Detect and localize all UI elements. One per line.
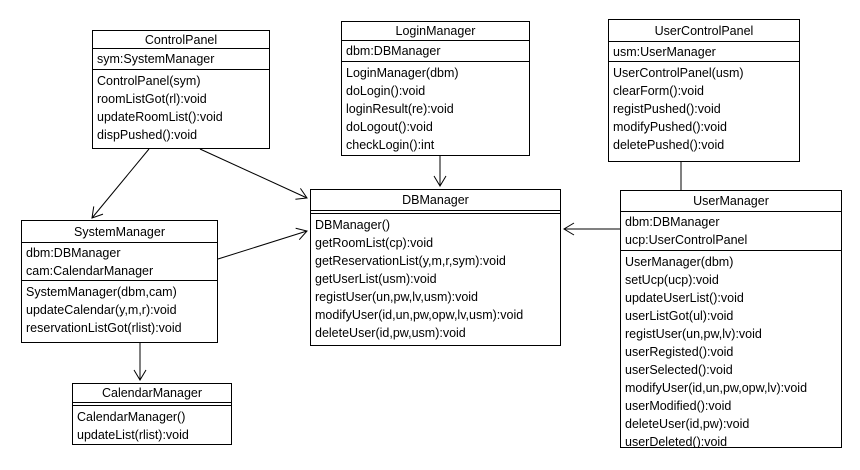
- member-line: doLogout():void: [346, 120, 433, 134]
- member-line: CalendarManager(): [77, 410, 186, 424]
- class-name: UserManager: [621, 191, 841, 212]
- member-line: sym:SystemManager: [97, 52, 215, 66]
- class-name: UserControlPanel: [609, 20, 799, 42]
- member-line: dispPushed():void: [97, 128, 198, 142]
- member-line: registPushed():void: [613, 102, 721, 116]
- class-systemmanager: SystemManager dbm:DBManager cam:CalendarM…: [21, 220, 218, 343]
- attributes-compartment: dbm:DBManager cam:CalendarManager: [22, 243, 217, 281]
- member-line: ucp:UserControlPanel: [625, 233, 748, 247]
- member-line: registUser(un,pw,lv,usm):void: [315, 290, 479, 304]
- member-line: reservationListGot(rlist):void: [26, 321, 182, 335]
- methods-compartment: CalendarManager() updateList(rlist):void: [73, 406, 231, 444]
- member-line: deleteUser(id,pw,usm):void: [315, 326, 466, 340]
- member-line: deleteUser(id,pw):void: [625, 417, 750, 431]
- class-usercontrolpanel: UserControlPanel usm:UserManager UserCon…: [608, 19, 800, 162]
- member-line: clearForm():void: [613, 84, 704, 98]
- member-line: checkLogin():int: [346, 138, 435, 152]
- attributes-compartment: dbm:DBManager ucp:UserControlPanel: [621, 212, 841, 251]
- member-line: cam:CalendarManager: [26, 264, 154, 278]
- member-line: ControlPanel(sym): [97, 74, 201, 88]
- member-line: userModified():void: [625, 399, 732, 413]
- methods-compartment: SystemManager(dbm,cam) updateCalendar(y,m…: [22, 281, 217, 342]
- attributes-compartment: usm:UserManager: [609, 42, 799, 62]
- member-line: dbm:DBManager: [346, 44, 441, 58]
- class-usermanager: UserManager dbm:DBManager ucp:UserControl…: [620, 190, 842, 448]
- member-line: SystemManager(dbm,cam): [26, 285, 177, 299]
- member-line: setUcp(ucp):void: [625, 273, 719, 287]
- member-line: getUserList(usm):void: [315, 272, 437, 286]
- member-line: userDeleted():void: [625, 435, 728, 447]
- methods-compartment: UserManager(dbm) setUcp(ucp):void updateUs…: [621, 251, 841, 447]
- class-calendarmanager: CalendarManager CalendarManager() updateL…: [72, 383, 232, 445]
- member-line: modifyUser(id,un,pw,opw,lv,usm):void: [315, 308, 524, 322]
- member-line: modifyUser(id,un,pw,opw,lv):void: [625, 381, 808, 395]
- class-name: LoginManager: [342, 22, 529, 41]
- attributes-compartment: sym:SystemManager: [93, 49, 269, 70]
- member-line: UserControlPanel(usm): [613, 66, 744, 80]
- class-name: DBManager: [311, 190, 560, 211]
- member-line: updateRoomList():void: [97, 110, 223, 124]
- connection-controlpanel-dbmanager: [199, 148, 308, 200]
- member-line: dbm:DBManager: [26, 246, 121, 260]
- member-line: LoginManager(dbm): [346, 66, 459, 80]
- member-line: usm:UserManager: [613, 45, 716, 59]
- member-line: DBManager(): [315, 218, 391, 232]
- attributes-compartment: dbm:DBManager: [342, 41, 529, 62]
- connection-systemmanager-dbmanager: [217, 227, 308, 260]
- member-line: loginResult(re):void: [346, 102, 454, 116]
- attributes-compartment: [73, 403, 231, 406]
- attributes-compartment: [311, 211, 560, 214]
- member-line: doLogin():void: [346, 84, 426, 98]
- member-line: userListGot(ul):void: [625, 309, 734, 323]
- class-name: CalendarManager: [73, 384, 231, 403]
- class-controlpanel: ControlPanel sym:SystemManager ControlPa…: [92, 30, 270, 149]
- member-line: registUser(un,pw,lv):void: [625, 327, 762, 341]
- member-line: userSelected():void: [625, 363, 733, 377]
- member-line: dbm:DBManager: [625, 215, 720, 229]
- class-dbmanager: DBManager DBManager() getRoomList(cp):voi…: [310, 189, 561, 346]
- member-line: deletePushed():void: [613, 138, 725, 152]
- member-line: userRegisted():void: [625, 345, 734, 359]
- member-line: updateUserList():void: [625, 291, 744, 305]
- member-line: getReservationList(y,m,r,sym):void: [315, 254, 506, 268]
- member-line: UserManager(dbm): [625, 255, 734, 269]
- class-loginmanager: LoginManager dbm:DBManager LoginManager(…: [341, 21, 530, 156]
- member-line: roomListGot(rl):void: [97, 92, 207, 106]
- methods-compartment: ControlPanel(sym) roomListGot(rl):void upd…: [93, 70, 269, 147]
- member-line: modifyPushed():void: [613, 120, 727, 134]
- member-line: getRoomList(cp):void: [315, 236, 434, 250]
- methods-compartment: LoginManager(dbm) doLogin():void loginResu…: [342, 62, 529, 155]
- class-name: SystemManager: [22, 221, 217, 243]
- connection-controlpanel-systemmanager: [91, 148, 150, 219]
- methods-compartment: DBManager() getRoomList(cp):void getReserv…: [311, 214, 560, 345]
- class-name: ControlPanel: [93, 31, 269, 49]
- member-line: updateList(rlist):void: [77, 428, 189, 442]
- member-line: updateCalendar(y,m,r):void: [26, 303, 177, 317]
- methods-compartment: UserControlPanel(usm) clearForm():void reg…: [609, 62, 799, 161]
